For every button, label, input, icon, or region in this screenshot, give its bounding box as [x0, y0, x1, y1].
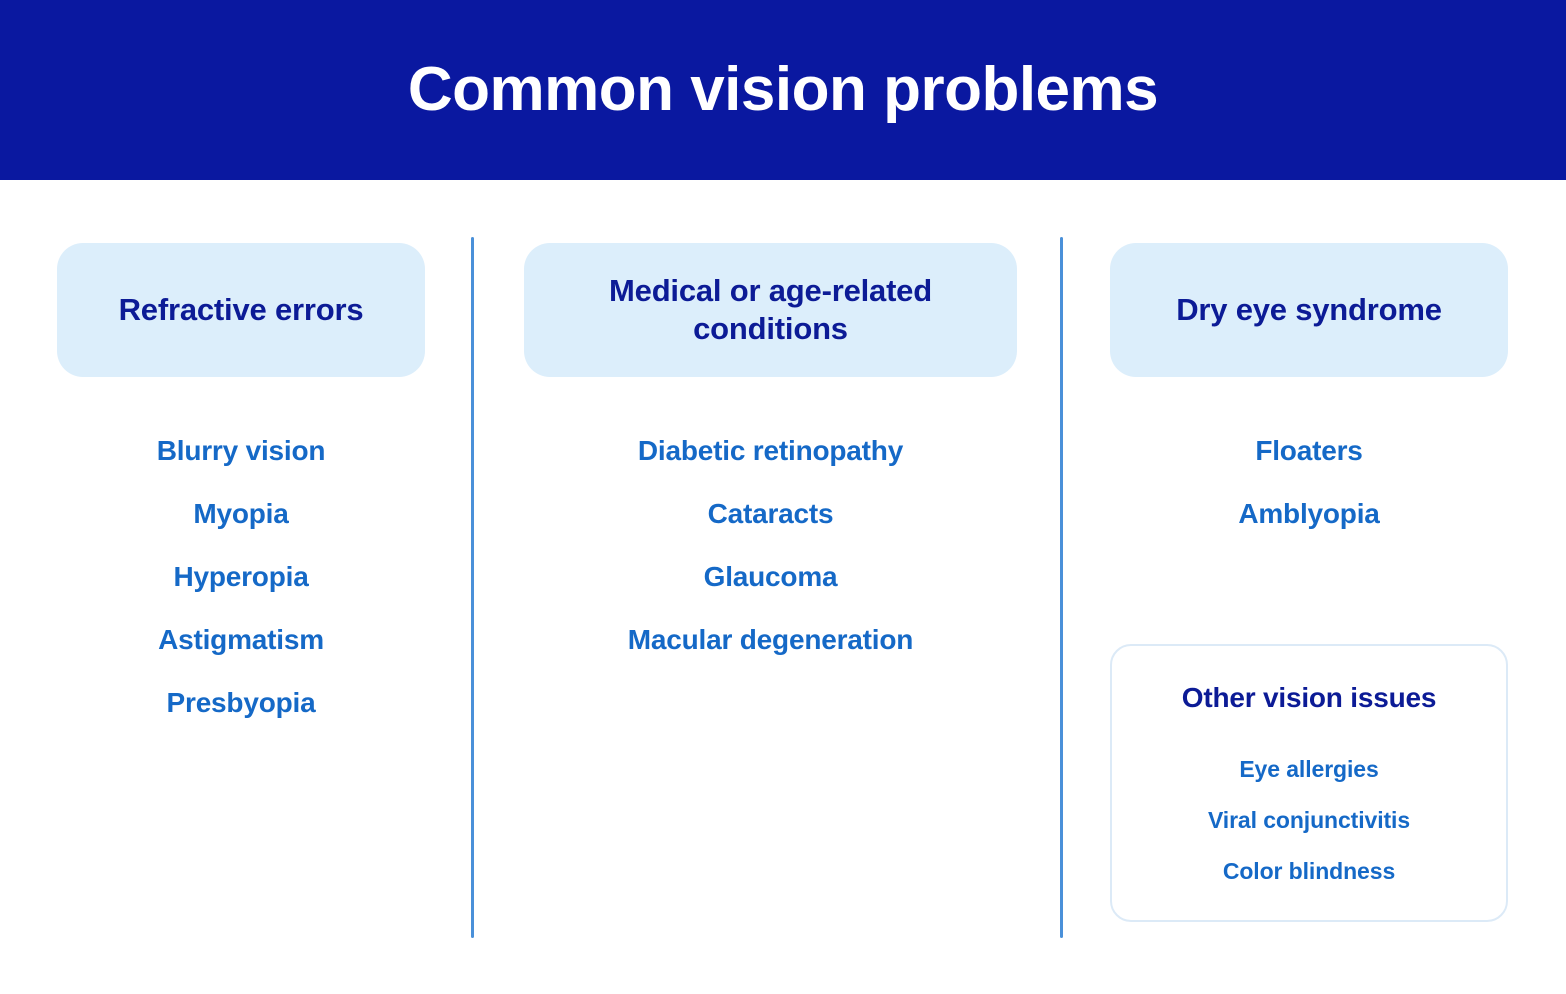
list-item: Blurry vision: [156, 435, 326, 466]
category-column-dry-eye-syndrome: Dry eye syndrome Floaters Amblyopia: [1110, 180, 1508, 545]
category-column-medical-conditions: Medical or age-related conditions Diabet…: [524, 180, 1017, 671]
list-item: Astigmatism: [158, 624, 324, 655]
other-vision-issues-list: Eye allergies Viral conjunctivitis Color…: [1112, 744, 1506, 897]
list-item: Diabetic retinopathy: [637, 435, 904, 466]
list-item: Eye allergies: [1239, 756, 1379, 782]
list-item: Cataracts: [707, 498, 834, 529]
list-item: Viral conjunctivitis: [1207, 807, 1411, 833]
category-header-dry-eye-syndrome: Dry eye syndrome: [1110, 243, 1508, 377]
page-title: Common vision problems: [407, 55, 1159, 124]
list-item: Color blindness: [1222, 858, 1396, 884]
categories-region: Refractive errors Blurry vision Myopia H…: [0, 180, 1566, 994]
list-item: Amblyopia: [1238, 498, 1380, 529]
category-title: Medical or age-related conditions: [609, 273, 932, 346]
category-title: Refractive errors: [118, 292, 364, 328]
list-item: Presbyopia: [166, 687, 316, 718]
list-item: Glaucoma: [703, 561, 838, 592]
column-divider-2: [1060, 237, 1063, 938]
column-divider-1: [471, 237, 474, 938]
category-column-refractive-errors: Refractive errors Blurry vision Myopia H…: [57, 180, 425, 734]
list-item: Floaters: [1255, 435, 1363, 466]
other-vision-issues-title: Other vision issues: [1181, 682, 1437, 713]
list-item: Hyperopia: [173, 561, 309, 592]
condition-list-refractive-errors: Blurry vision Myopia Hyperopia Astigmati…: [57, 419, 425, 734]
other-vision-issues-card: Other vision issues Eye allergies Viral …: [1110, 644, 1508, 922]
category-header-medical-conditions: Medical or age-related conditions: [524, 243, 1017, 377]
condition-list-medical-conditions: Diabetic retinopathy Cataracts Glaucoma …: [524, 419, 1017, 671]
condition-list-dry-eye-syndrome: Floaters Amblyopia: [1110, 419, 1508, 545]
list-item: Macular degeneration: [627, 624, 914, 655]
page-header-banner: Common vision problems: [0, 0, 1566, 180]
category-title: Dry eye syndrome: [1176, 292, 1442, 328]
category-header-refractive-errors: Refractive errors: [57, 243, 425, 377]
list-item: Myopia: [193, 498, 289, 529]
